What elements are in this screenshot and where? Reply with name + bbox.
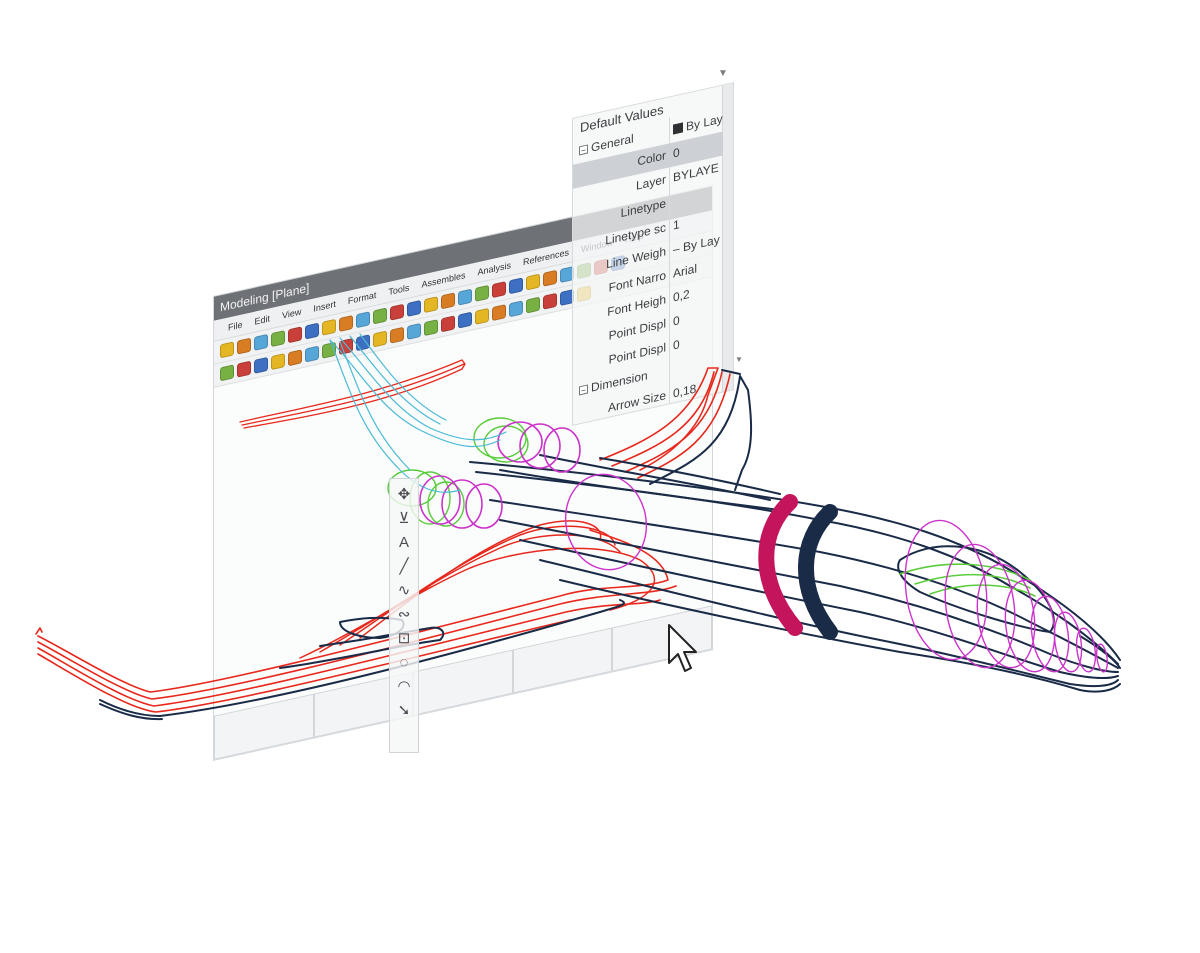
engine-magenta <box>419 421 581 529</box>
fuselage-sections <box>564 473 1109 673</box>
wing-red <box>35 529 677 713</box>
pylon-curves <box>329 333 507 493</box>
text-icon[interactable]: A <box>398 533 409 551</box>
panel-scroll-down-icon[interactable]: ▼ <box>735 355 743 364</box>
wing-dark <box>99 599 625 721</box>
livery-stripe <box>758 494 838 640</box>
select-filter-icon[interactable]: ⊻ <box>398 510 410 527</box>
move-icon[interactable]: ✥ <box>397 486 411 503</box>
tool-strip: ✥ ⊻ A ╱ ∿ ∾ ⊡ ◌ ◠ ➘ <box>389 478 419 753</box>
arc-icon[interactable]: ◠ <box>397 678 411 695</box>
cockpit-green <box>899 563 1036 597</box>
polyline-icon[interactable]: ∿ <box>397 582 411 599</box>
horizontal-stabilizer <box>239 359 466 429</box>
control-points-icon[interactable]: ⊡ <box>397 630 411 647</box>
circle-points-icon[interactable]: ◌ <box>399 653 409 671</box>
vertical-fin <box>599 367 753 491</box>
pointer-icon[interactable]: ➘ <box>397 702 411 719</box>
line-icon[interactable]: ╱ <box>399 558 409 575</box>
mouse-cursor-icon <box>668 624 697 672</box>
panel-collapse-icon[interactable]: ▼ <box>718 68 728 79</box>
spline-icon[interactable]: ∾ <box>397 606 411 623</box>
